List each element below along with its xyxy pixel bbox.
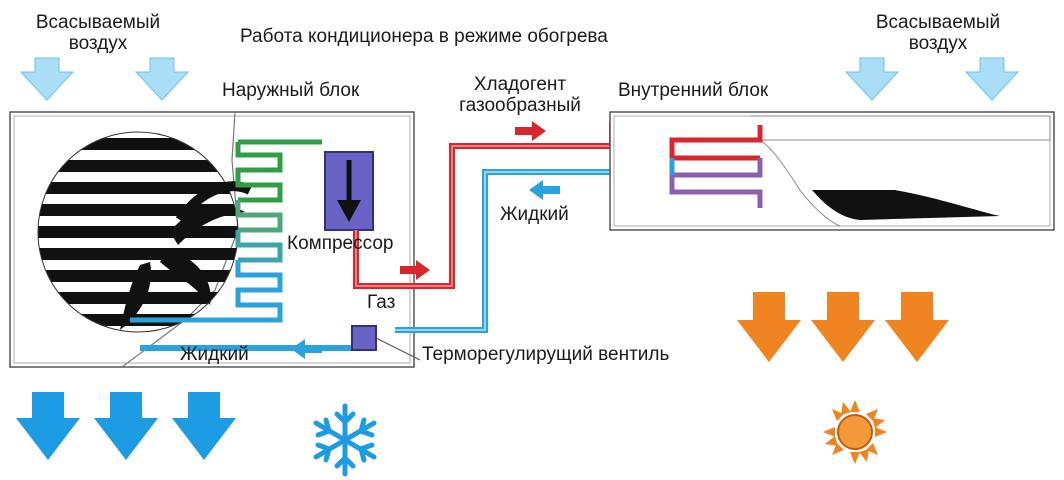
outdoor-unit-label: Наружный блок [222,80,360,101]
intake-label-left-line2: воздух [68,33,128,54]
thermo-valve-label: Терморегулирущий вентиль [422,344,670,365]
diagram-title: Работа кондиционера в режиме обогрева [240,26,608,47]
flow-arrow-liquid [529,180,560,200]
cold-air-arrow [94,392,158,460]
indoor-unit [609,111,1055,231]
cold-air-arrow [172,392,236,460]
warm-air-arrow [737,292,801,362]
sun-icon [823,400,887,464]
intake-arrow [964,57,1020,101]
warm-air-arrow [811,292,875,362]
compressor [324,151,374,231]
intake-arrow [134,57,190,101]
intake-arrow [844,57,900,101]
liquid-label-upper: Жидкий [500,204,569,225]
thermo-valve [351,325,421,361]
intake-label-left: Всасываемый воздух [18,12,178,54]
refrigerant-gas-label-line1: Хладогент [473,74,567,95]
flow-arrow-hot [515,121,546,141]
intake-label-right-line2: воздух [908,33,968,54]
intake-arrows-right [844,57,1020,101]
snowflake-icon [313,403,377,477]
refrigerant-gas-label: Хладогент газообразный [432,74,608,116]
cold-air-arrow [16,392,80,460]
warm-air-arrows [737,292,949,362]
intake-arrow [19,57,75,101]
compressor-label: Компрессор [287,233,394,254]
indoor-coil [669,125,763,208]
intake-label-left-line1: Всасываемый [35,12,161,33]
flow-arrow-liquid [291,339,322,359]
warm-air-arrow [885,292,949,362]
refrigerant-gas-label-line2: газообразный [459,95,581,116]
intake-arrows-left [19,57,190,101]
cold-air-arrows [16,392,236,460]
intake-label-right-line1: Всасываемый [875,12,1001,33]
intake-label-right: Всасываемый воздух [858,12,1018,54]
fan-icon [37,131,253,333]
indoor-unit-label: Внутренний блок [618,80,769,101]
outdoor-coil [130,139,322,323]
flow-arrow-hot [400,260,430,280]
gas-label: Газ [367,292,396,313]
liquid-label-lower: Жидкий [180,344,249,365]
